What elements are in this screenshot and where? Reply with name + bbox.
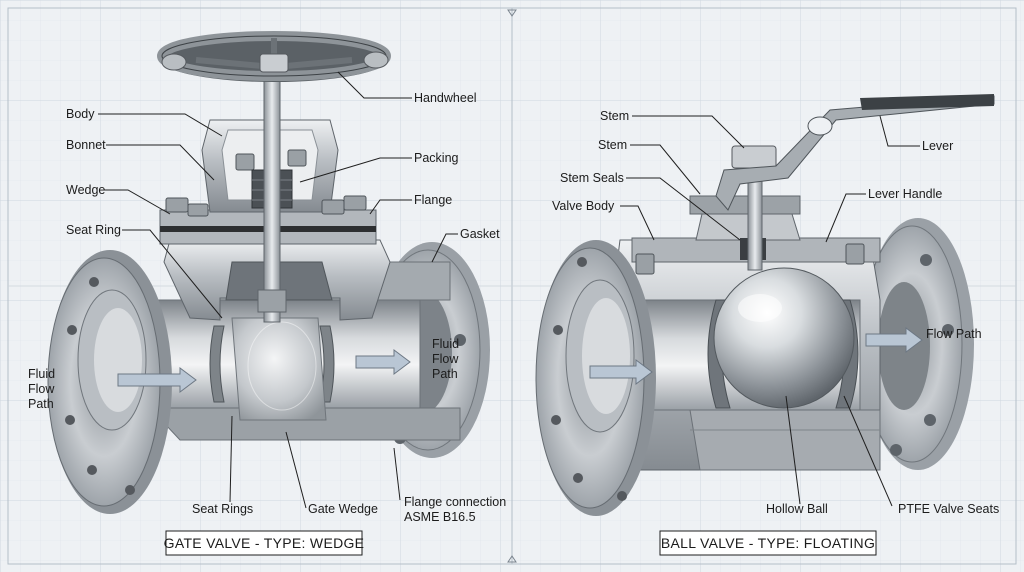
- label-packing: Packing: [414, 151, 459, 165]
- gate-title-box: GATE VALVE - TYPE: WEDGE: [164, 530, 365, 556]
- label-lever-handle: Lever Handle: [868, 187, 942, 201]
- label-handwheel: Handwheel: [414, 91, 477, 105]
- label-stem-seals: Stem Seals: [560, 171, 624, 185]
- gate-labels: Body Bonnet Wedge Seat Ring Fluid Flow P…: [28, 91, 506, 524]
- label-lever: Lever: [922, 139, 953, 153]
- gate-inlet-flange: [47, 250, 172, 514]
- gate-valve-title: GATE VALVE - TYPE: WEDGE: [164, 535, 365, 551]
- ball-outlet-flange: [861, 218, 974, 470]
- gate-stem: [263, 69, 281, 323]
- ball-inlet-flange: [535, 240, 656, 516]
- label-seat-rings: Seat Rings: [192, 502, 253, 516]
- top-marker-icon: [507, 9, 517, 17]
- label-fluid-line3: Path: [28, 397, 54, 411]
- label-body: Body: [66, 107, 95, 121]
- label-seat-ring: Seat Ring: [66, 223, 121, 237]
- leader-lines: [98, 71, 920, 509]
- label-fluid-line2: Flow: [28, 382, 55, 396]
- ball-bolts: [635, 243, 865, 275]
- ball-title-box: BALL VALVE - TYPE: FLOATING: [659, 530, 877, 556]
- gate-valve-illustration: [47, 31, 490, 514]
- bottom-marker-icon: [507, 555, 517, 563]
- label-flange-connection: Flange connection: [404, 495, 506, 509]
- gate-wedge: [231, 317, 327, 421]
- gate-inlet-flow-arrow: [117, 367, 197, 393]
- ball-outlet-flow-arrow: [865, 327, 923, 353]
- hollow-ball: [713, 267, 855, 409]
- label-bonnet: Bonnet: [66, 138, 106, 152]
- label-fluid-line1: Fluid: [28, 367, 55, 381]
- label-fluid-flow-line1: Fluid: [432, 337, 459, 351]
- gate-outlet-flow-arrow: [355, 349, 411, 375]
- ball-inlet-flow-arrow: [589, 359, 653, 385]
- label-ptfe-seats: PTFE Valve Seats: [898, 502, 999, 516]
- gate-handwheel: [157, 31, 391, 82]
- label-wedge: Wedge: [66, 183, 105, 197]
- label-flow-path: Flow Path: [926, 327, 982, 341]
- label-asme: ASME B16.5: [404, 510, 476, 524]
- label-gate-wedge: Gate Wedge: [308, 502, 378, 516]
- ball-valve-title: BALL VALVE - TYPE: FLOATING: [661, 535, 875, 551]
- ball-labels: Stem Stem Stem Seals Valve Body Lever Le…: [552, 109, 999, 516]
- label-fluid-flow-line3: Path: [432, 367, 458, 381]
- label-valve-body: Valve Body: [552, 199, 615, 213]
- label-gasket: Gasket: [460, 227, 500, 241]
- label-hollow-ball: Hollow Ball: [766, 502, 828, 516]
- label-fluid-flow-line2: Flow: [432, 352, 459, 366]
- ball-valve-illustration: [535, 94, 995, 516]
- label-flange: Flange: [414, 193, 452, 207]
- gate-bolts: [165, 149, 367, 217]
- gate-seat-ring-upstream: [209, 325, 225, 403]
- ball-stem-nut: [731, 145, 777, 169]
- label-stem-top: Stem: [600, 109, 629, 123]
- label-stem: Stem: [598, 138, 627, 152]
